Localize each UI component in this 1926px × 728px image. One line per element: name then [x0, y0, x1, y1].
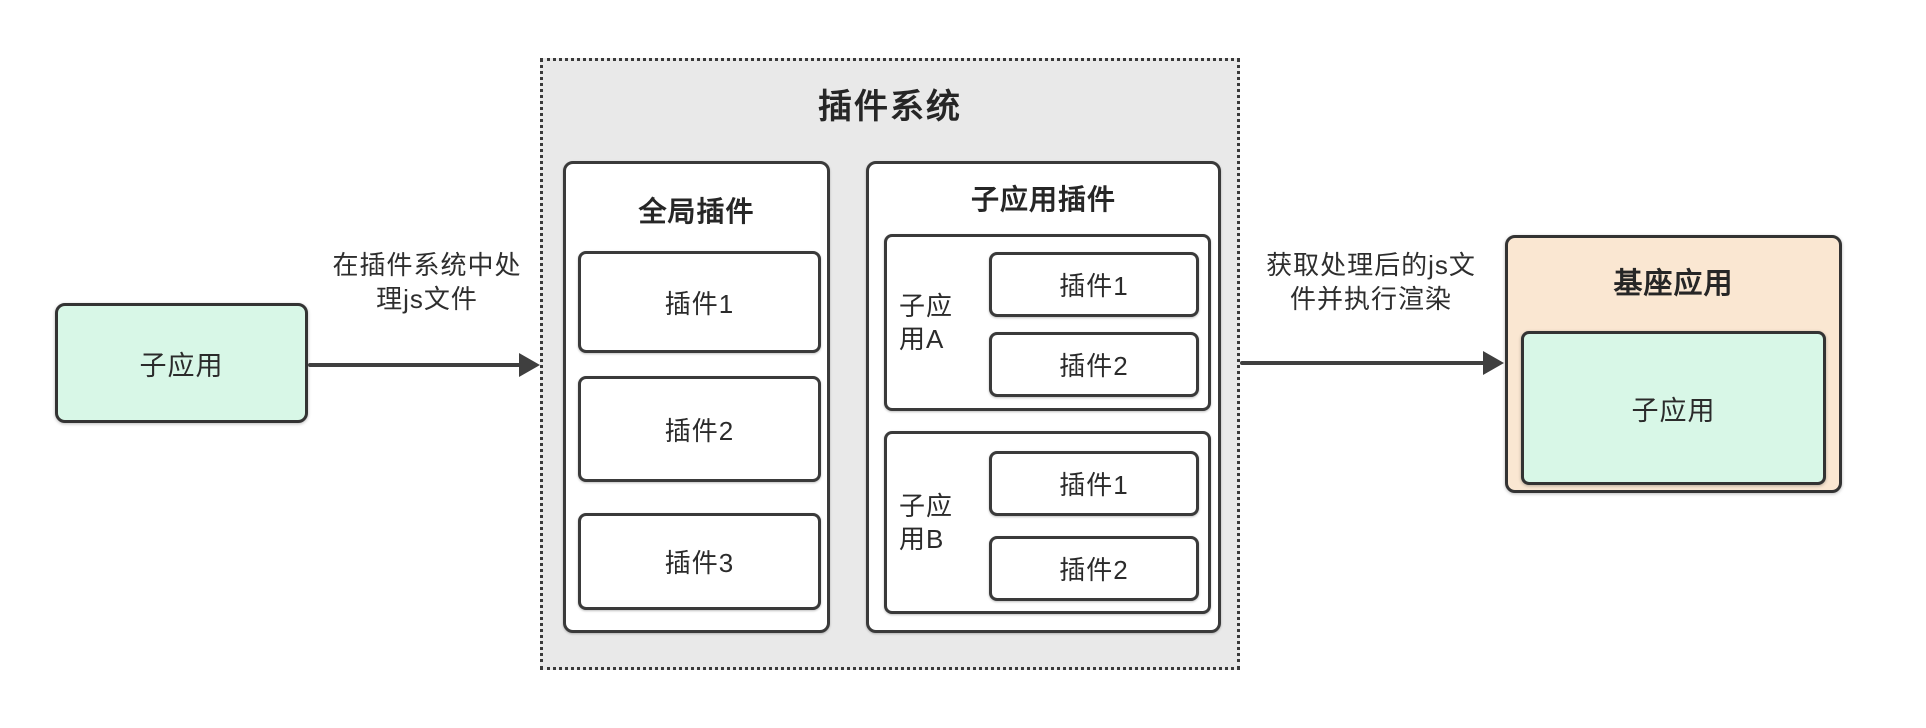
sub-app-b-group-box: 子应用B 插件1 插件2	[884, 431, 1211, 614]
arrow-to-plugin-system-label: 在插件系统中处理js文件	[332, 250, 522, 314]
arrow-to-plugin-system-head-icon	[519, 353, 540, 377]
arrow-to-base-app-label: 获取处理后的js文件并执行渲染	[1266, 250, 1476, 314]
base-app-box: 基座应用 子应用	[1505, 235, 1842, 493]
global-plugin-3-box: 插件3	[578, 513, 821, 610]
plugin-system-panel: 插件系统 全局插件 插件1 插件2 插件3 子应用插件 子应用A 插件1 插件2…	[540, 58, 1240, 670]
sub-app-source-box: 子应用	[55, 303, 308, 423]
sub-app-b-plugin-2-box: 插件2	[989, 536, 1199, 601]
sub-app-plugins-title: 子应用插件	[970, 184, 1116, 215]
base-app-sub-app-box: 子应用	[1521, 331, 1826, 485]
plugin-system-title: 插件系统	[818, 88, 962, 126]
arrow-to-base-app-line	[1240, 361, 1486, 365]
sub-app-plugins-box: 子应用插件 子应用A 插件1 插件2 子应用B 插件1 插件2	[866, 161, 1221, 633]
sub-app-source-label: 子应用	[139, 350, 224, 381]
sub-app-a-plugin-1-box: 插件1	[989, 252, 1199, 317]
global-plugins-box: 全局插件 插件1 插件2 插件3	[563, 161, 830, 633]
global-plugin-2-box: 插件2	[578, 376, 821, 482]
base-app-sub-app-label: 子应用	[1631, 395, 1716, 426]
sub-app-a-plugin-2-box: 插件2	[989, 332, 1199, 397]
base-app-title: 基座应用	[1613, 268, 1734, 300]
sub-app-b-label: 子应用B	[899, 490, 954, 554]
global-plugin-1-box: 插件1	[578, 251, 821, 353]
sub-app-b-plugin-1-box: 插件1	[989, 451, 1199, 516]
sub-app-a-group-box: 子应用A 插件1 插件2	[884, 234, 1211, 411]
arrow-to-base-app-head-icon	[1483, 351, 1504, 375]
global-plugins-title: 全局插件	[638, 196, 755, 227]
sub-app-a-label: 子应用A	[899, 290, 954, 354]
arrow-to-plugin-system-line	[308, 363, 522, 367]
